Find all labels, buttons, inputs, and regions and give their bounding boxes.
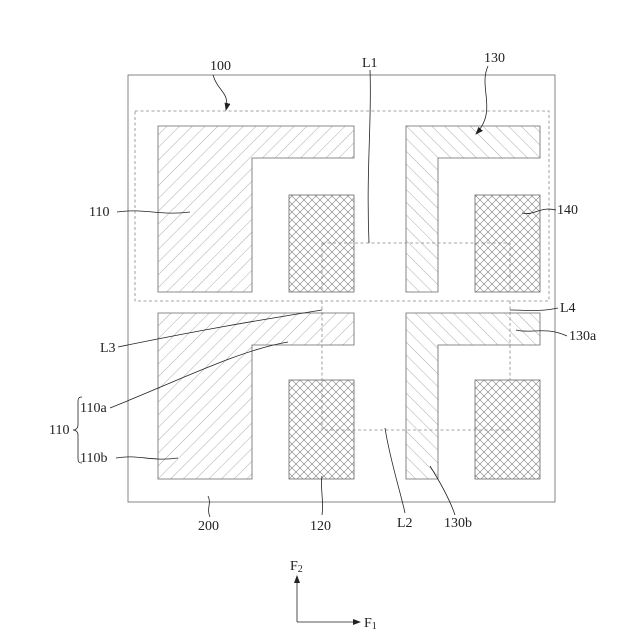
label-110a: 110a [80, 401, 107, 416]
label-110-group: 110 [49, 423, 69, 438]
label-110: 110 [89, 205, 109, 220]
label-l4: L4 [560, 301, 576, 316]
leader-l2 [385, 428, 405, 513]
label-l3: L3 [100, 341, 116, 356]
leader-100 [213, 75, 227, 110]
block-120-bottom-left [289, 380, 354, 479]
label-130b: 130b [444, 516, 472, 531]
leader-l4 [510, 308, 558, 311]
label-130a: 130a [569, 329, 597, 344]
leader-120 [321, 476, 322, 515]
label-l1: L1 [362, 56, 378, 71]
block-140-bottom-right [475, 380, 540, 479]
label-140: 140 [557, 203, 578, 218]
label-100: 100 [210, 59, 231, 74]
block-120-top-left [289, 195, 354, 292]
label-110b: 110b [80, 451, 107, 466]
axis-f1-label: F1 [364, 616, 377, 632]
block-140-top-right [475, 195, 540, 292]
axis-f2-label: F2 [290, 559, 303, 575]
leader-l1 [368, 70, 370, 243]
leader-130 [476, 66, 488, 134]
label-130: 130 [484, 51, 505, 66]
label-200: 200 [198, 519, 219, 534]
leader-200 [208, 496, 210, 517]
label-120: 120 [310, 519, 331, 534]
label-l2: L2 [397, 516, 413, 531]
